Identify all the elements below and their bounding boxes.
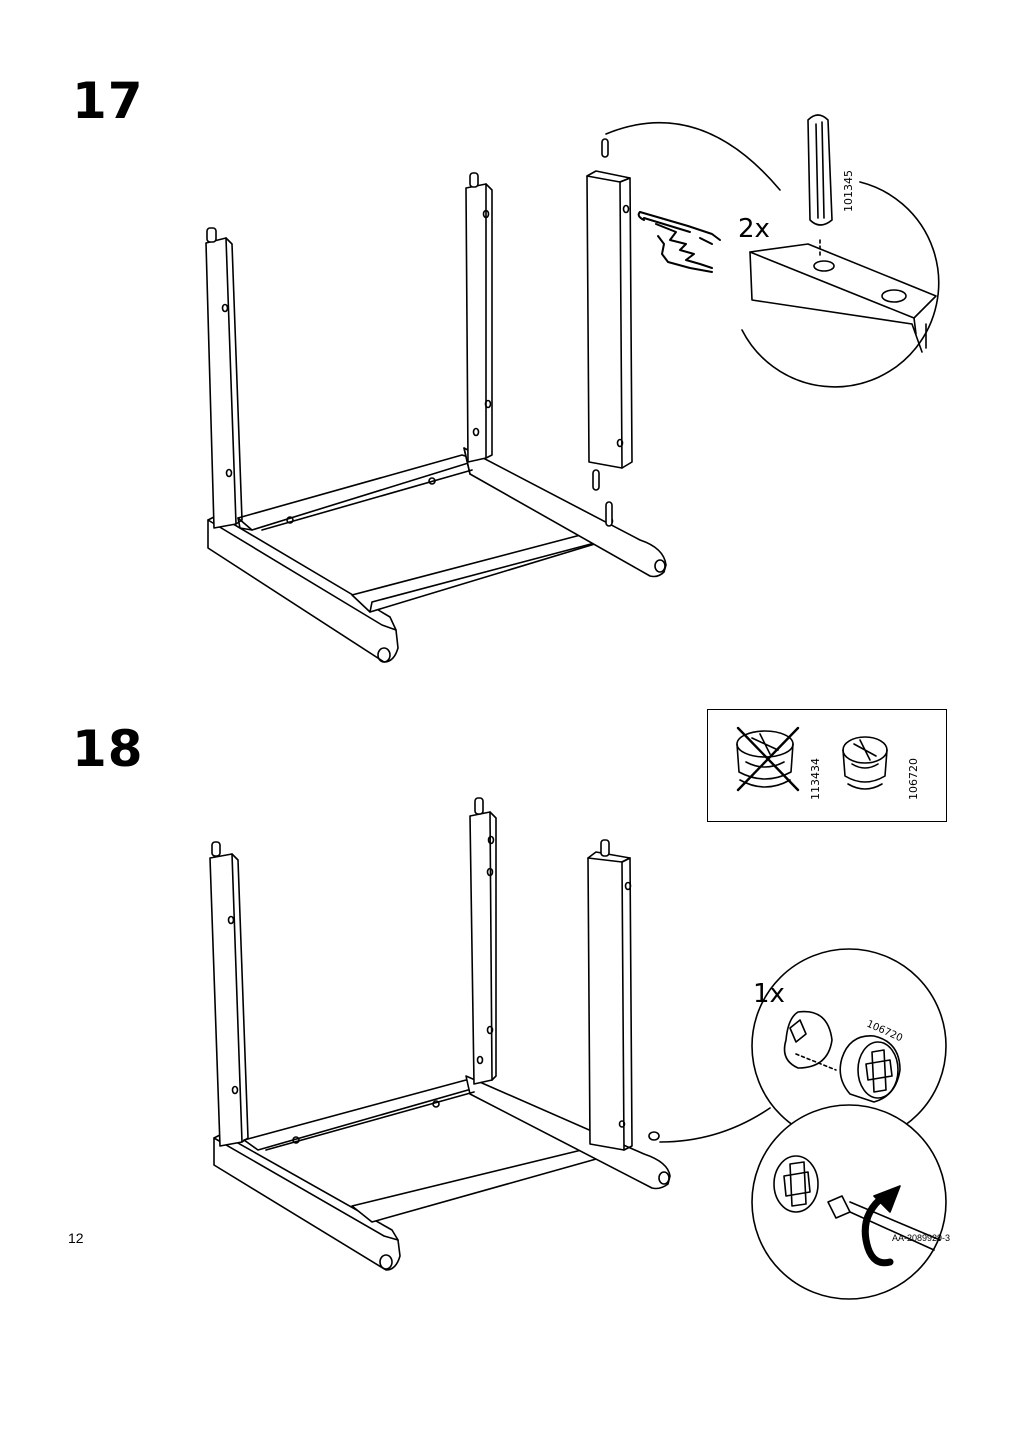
document-code: AA-2089929-3 (891, 1233, 950, 1243)
parts-box (707, 709, 947, 822)
rotate-arrow-icon (861, 1185, 901, 1267)
cam-lock-icon (736, 726, 800, 792)
step-17-quantity: 2x (738, 214, 770, 244)
cam-lock-icon (842, 736, 888, 790)
step-18-detail-circle-bottom (751, 1104, 947, 1300)
step-17-frame (205, 138, 667, 663)
step-18-frame (209, 797, 671, 1271)
parts-box-part-1: 113434 (809, 758, 822, 800)
step-17-part-number: 101345 (842, 170, 855, 212)
step-18-number: 18 (72, 720, 144, 778)
step-17-detail-circle (605, 114, 940, 388)
pointing-hand-icon (637, 211, 721, 273)
step-18-detail-circle-top (659, 948, 947, 1144)
parts-box-part-2: 106720 (907, 758, 920, 800)
step-18-quantity: 1x (753, 979, 785, 1009)
dowel-icon (807, 114, 833, 259)
step-17-number: 17 (72, 72, 144, 130)
page-number: 12 (68, 1230, 84, 1246)
